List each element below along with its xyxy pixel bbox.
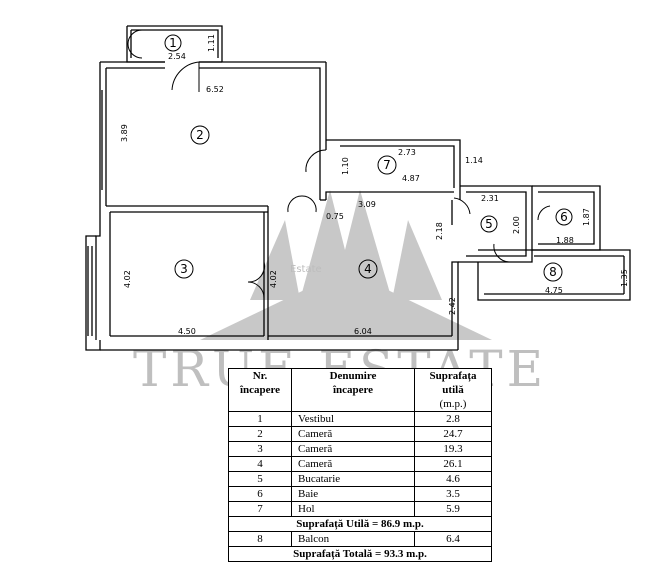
balcony-row: 8 Balcon 6.4 [228, 531, 492, 547]
cell-room-number: 4 [228, 456, 292, 472]
table-row: 6 Baie 3.5 [228, 486, 492, 502]
header-room-area: Suprafața utilă (m.p.) [414, 368, 492, 412]
room-circle-7 [377, 155, 397, 175]
room-number-1: 1 [169, 36, 177, 50]
watermark-logo [200, 190, 492, 340]
cell-room-area: 3.5 [414, 486, 492, 502]
useful-total-row: Suprafață Utilă = 86.9 m.p. [228, 516, 492, 532]
doors [127, 29, 551, 299]
table-row: 7 Hol 5.9 [228, 501, 492, 517]
cell-room-number: 1 [228, 411, 292, 427]
cell-room-name: Balcon [291, 531, 415, 547]
dim-label: 3.89 [120, 124, 129, 142]
header-text: Nr. [252, 370, 268, 382]
dim-label: 4.50 [178, 327, 196, 336]
surface-table: Nr. încapere Denumire încapere Suprafața… [228, 368, 492, 562]
header-text: Suprafața [429, 370, 477, 382]
room-circle-4 [358, 259, 378, 279]
room-circle-2 [190, 125, 210, 145]
dim-label: 0.75 [326, 212, 344, 221]
dim-label: 1.11 [207, 34, 216, 52]
cell-room-area: 19.3 [414, 441, 492, 457]
watermark-small-text: Estate [290, 264, 322, 275]
room-circle-5 [480, 215, 498, 233]
dim-label: 1.35 [620, 269, 629, 287]
table-row: 5 Bucatarie 4.6 [228, 471, 492, 487]
room-circle-3 [174, 259, 194, 279]
room-circle-6 [555, 208, 573, 226]
cell-room-number: 2 [228, 426, 292, 442]
cell-room-number: 3 [228, 441, 292, 457]
cell-room-area: 5.9 [414, 501, 492, 517]
dim-label: 2.73 [398, 148, 416, 157]
header-text: Denumire [329, 370, 377, 382]
dim-label: 1.14 [465, 156, 483, 165]
dim-label: 6.52 [206, 85, 224, 94]
dim-label: 4.87 [402, 174, 420, 183]
cell-room-number: 5 [228, 471, 292, 487]
grand-total: Suprafață Totală = 93.3 m.p. [228, 546, 492, 562]
dim-label: 2.54 [168, 52, 186, 61]
room-number-2: 2 [196, 128, 204, 142]
cell-room-name: Cameră [291, 456, 415, 472]
room-number-8: 8 [549, 265, 557, 279]
dim-label: 6.04 [354, 327, 372, 336]
table-row: 4 Cameră 26.1 [228, 456, 492, 472]
room-circle-8 [543, 262, 563, 282]
header-text: utilă [442, 384, 464, 396]
cell-room-number: 6 [228, 486, 292, 502]
room-labels: 1 2 3 4 5 6 7 8 [164, 34, 573, 282]
dim-label: 4.02 [123, 270, 132, 288]
cell-room-area: 26.1 [414, 456, 492, 472]
table-row: 2 Cameră 24.7 [228, 426, 492, 442]
table-row: 1 Vestibul 2.8 [228, 411, 492, 427]
cell-room-name: Vestibul [291, 411, 415, 427]
cell-room-area: 6.4 [414, 531, 492, 547]
room-number-6: 6 [560, 210, 568, 224]
header-text: (m.p.) [439, 398, 467, 410]
grand-total-row: Suprafață Totală = 93.3 m.p. [228, 546, 492, 562]
header-text: încapere [239, 384, 281, 396]
room-number-7: 7 [383, 158, 391, 172]
dim-label: 4.02 [269, 270, 278, 288]
cell-room-area: 4.6 [414, 471, 492, 487]
header-text: încapere [332, 384, 374, 396]
useful-total: Suprafață Utilă = 86.9 m.p. [228, 516, 492, 532]
room-number-4: 4 [364, 262, 372, 276]
room-circle-1 [164, 34, 182, 52]
room-number-5: 5 [485, 217, 493, 231]
dim-label: 1.87 [582, 208, 591, 226]
dim-label: 2.18 [435, 222, 444, 240]
dim-label: 2.42 [448, 297, 457, 315]
dimension-labels: 2.54 1.11 6.52 3.89 2.73 1.14 1.10 4.87 … [120, 34, 629, 336]
cell-room-number: 7 [228, 501, 292, 517]
dim-label: 3.09 [358, 200, 376, 209]
header-room-name: Denumire încapere [291, 368, 415, 412]
room-number-3: 3 [180, 262, 188, 276]
table-row: 3 Cameră 19.3 [228, 441, 492, 457]
dim-label: 2.31 [481, 194, 499, 203]
dim-label: 2.00 [512, 216, 521, 234]
table-header-row: Nr. încapere Denumire încapere Suprafața… [228, 368, 492, 412]
dim-label: 1.10 [341, 157, 350, 175]
cell-room-name: Bucatarie [291, 471, 415, 487]
dim-label: 1.88 [556, 236, 574, 245]
cell-room-name: Baie [291, 486, 415, 502]
cell-room-name: Cameră [291, 426, 415, 442]
cell-room-name: Hol [291, 501, 415, 517]
cell-room-area: 24.7 [414, 426, 492, 442]
dim-label: 4.75 [545, 286, 563, 295]
cell-room-number: 8 [228, 531, 292, 547]
cell-room-name: Cameră [291, 441, 415, 457]
walls [85, 25, 631, 351]
header-room-number: Nr. încapere [228, 368, 292, 412]
cell-room-area: 2.8 [414, 411, 492, 427]
